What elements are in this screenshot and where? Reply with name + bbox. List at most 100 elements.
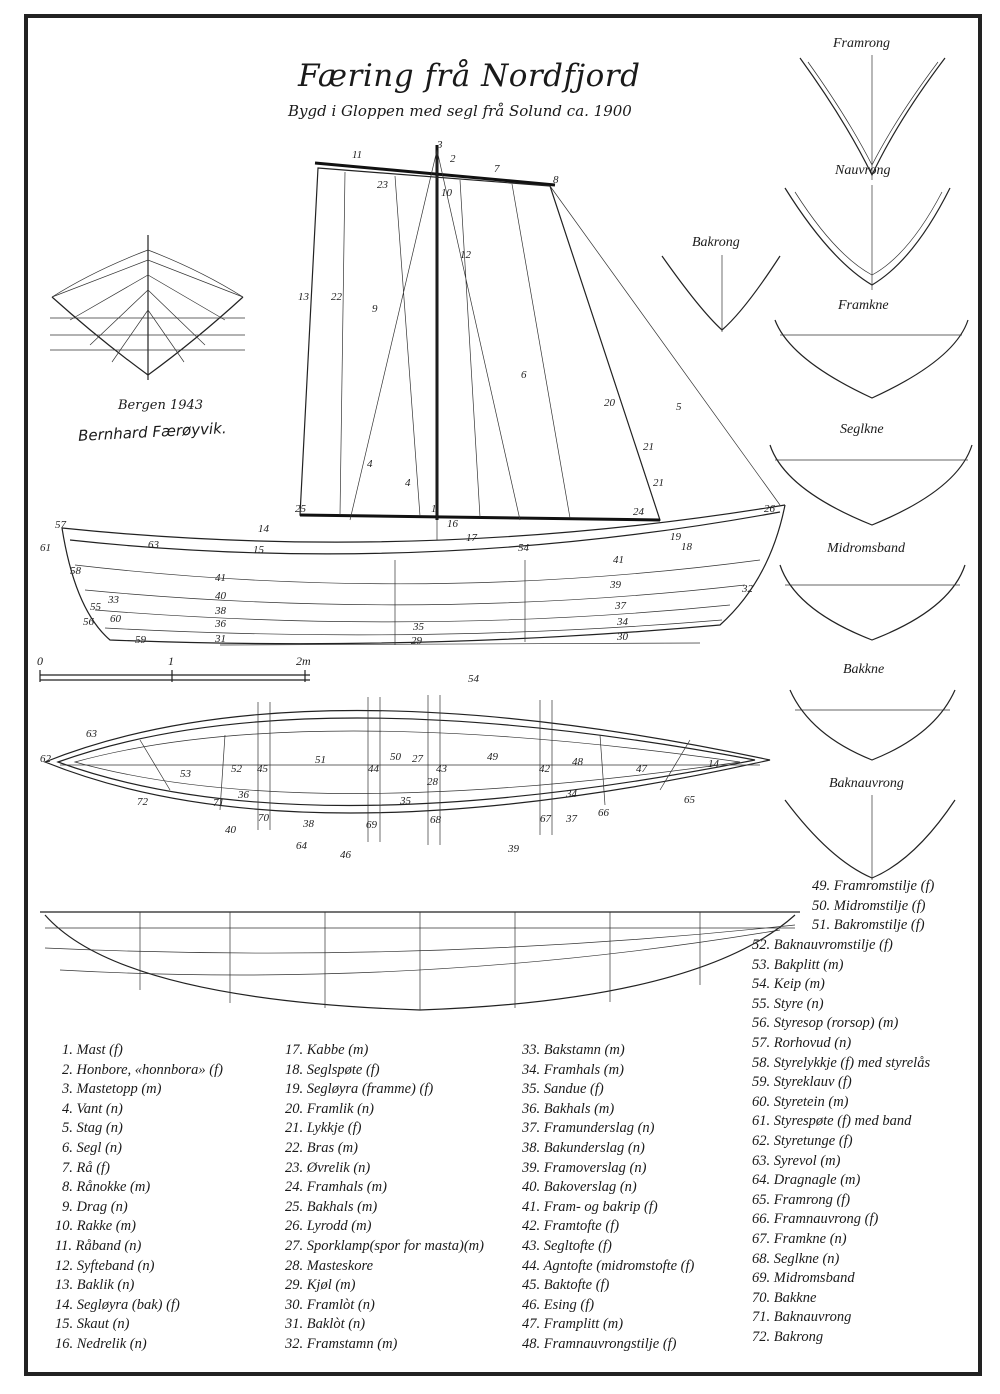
part-callout: 69 xyxy=(366,819,378,831)
legend-item: 57. Rorhovud (n) xyxy=(752,1035,852,1051)
part-callout: 26 xyxy=(764,503,776,515)
legend-item: 62. Styretunge (f) xyxy=(752,1133,853,1149)
hull-profile xyxy=(61,504,786,646)
part-callout: 9 xyxy=(372,303,378,315)
legend-item: 44. Agntofte (midromstofte (f) xyxy=(522,1257,695,1274)
part-callout: 71 xyxy=(213,797,224,809)
part-callout: 63 xyxy=(86,728,98,740)
legend-item: 56. Styresop (rorsop) (m) xyxy=(752,1015,899,1032)
part-callout: 40 xyxy=(215,590,227,602)
part-callout: 53 xyxy=(180,768,192,780)
part-callout: 29 xyxy=(411,635,423,647)
legend-item: 52. Baknauvromstilje (f) xyxy=(752,937,893,953)
legend-item: 48. Framnauvrongstilje (f) xyxy=(522,1336,677,1352)
legend-item: 60. Styretein (m) xyxy=(752,1093,849,1110)
legend-item: 24. Framhals (m) xyxy=(285,1179,387,1196)
legend-item: 3. Mastetopp (m) xyxy=(62,1081,162,1098)
legend-item: 39. Framoverslag (n) xyxy=(522,1159,647,1176)
part-callout: 35 xyxy=(399,795,412,807)
legend-item: 66. Framnauvrong (f) xyxy=(752,1211,879,1228)
part-callout: 36 xyxy=(237,789,250,801)
legend-item: 14. Segløyra (bak) (f) xyxy=(55,1296,180,1313)
part-callout: 52 xyxy=(231,763,243,775)
part-callout: 38 xyxy=(214,605,227,617)
part-callout: 66 xyxy=(598,807,610,819)
part-callout: 16 xyxy=(447,518,459,530)
legend-item: 36. Bakhals (m) xyxy=(522,1100,615,1117)
legend-item: 20. Framlik (n) xyxy=(285,1100,374,1117)
part-callout: 7 xyxy=(494,163,500,175)
part-callout: 67 xyxy=(540,813,552,825)
legend-item: 46. Esing (f) xyxy=(522,1296,595,1313)
frame-label-bakrong: Bakrong xyxy=(692,235,740,250)
scale-bar xyxy=(39,670,310,682)
place-date: Bergen 1943 xyxy=(118,398,204,413)
part-callout: 37 xyxy=(614,600,627,612)
part-callout: 68 xyxy=(430,814,442,826)
body-section-sketch xyxy=(50,235,245,380)
legend-item: 22. Bras (m) xyxy=(285,1140,358,1156)
legend-item: 38. Bakunderslag (n) xyxy=(522,1140,645,1156)
part-callout: 39 xyxy=(609,579,622,591)
legend-item: 33. Bakstamn (m) xyxy=(522,1042,625,1058)
legend-item: 18. Seglspøte (f) xyxy=(285,1061,380,1078)
legend-item: 15. Skaut (n) xyxy=(55,1316,130,1333)
legend-item: 64. Dragnagle (m) xyxy=(752,1172,861,1189)
part-callout: 6 xyxy=(521,369,527,381)
legend-item: 1. Mast (f) xyxy=(62,1042,123,1058)
part-callout: 20 xyxy=(604,397,616,409)
legend-item: 40. Bakoverslag (n) xyxy=(522,1179,637,1196)
part-callout: 41 xyxy=(613,554,624,566)
part-callout: 39 xyxy=(507,843,520,855)
legend-item: 30. Framlòt (n) xyxy=(285,1296,375,1313)
frame-label-midromsband: Midromsband xyxy=(827,541,906,556)
part-callout: 63 xyxy=(148,539,160,551)
part-callout: 14 xyxy=(258,523,270,535)
page-subtitle: Bygd i Gloppen med segl frå Solund ca. 1… xyxy=(288,102,632,120)
legend-item: 9. Drag (n) xyxy=(62,1198,128,1215)
part-callout: 57 xyxy=(55,519,67,531)
legend-item: 26. Lyrodd (m) xyxy=(285,1218,372,1235)
legend-item: 45. Baktofte (f) xyxy=(522,1277,610,1294)
part-callout: 47 xyxy=(636,763,648,775)
legend-item: 16. Nedrelik (n) xyxy=(55,1336,147,1352)
legend-item: 7. Rå (f) xyxy=(62,1159,110,1176)
part-callout: 14 xyxy=(708,758,720,770)
part-callout: 46 xyxy=(340,849,352,861)
legend-item: 43. Segltofte (f) xyxy=(522,1238,612,1254)
part-callout: 60 xyxy=(110,613,122,625)
legend-item: 4. Vant (n) xyxy=(62,1100,123,1117)
part-callout: 59 xyxy=(135,634,147,646)
legend-item: 69. Midromsband xyxy=(752,1270,855,1287)
part-callout: 12 xyxy=(460,249,472,261)
part-callout: 1 xyxy=(431,503,437,515)
scale-tick-2m: 2m xyxy=(296,654,311,668)
legend-item: 6. Segl (n) xyxy=(62,1140,122,1156)
part-callout: 37 xyxy=(565,813,578,825)
legend-item: 2. Honbore, «honnbora» (f) xyxy=(62,1061,223,1078)
part-callout: 27 xyxy=(412,753,424,765)
legend-item: 63. Syrevol (m) xyxy=(752,1152,841,1169)
part-callout: 10 xyxy=(441,187,453,199)
part-callout: 40 xyxy=(225,824,237,836)
part-callout: 8 xyxy=(553,174,559,186)
part-callout: 30 xyxy=(616,631,629,643)
frame-label-framrong: Framrong xyxy=(833,36,891,51)
part-callout: 32 xyxy=(741,583,754,595)
part-callout: 11 xyxy=(352,149,362,161)
part-callout: 4 xyxy=(367,458,373,470)
part-callout: 18 xyxy=(681,541,693,553)
part-callout: 50 xyxy=(390,751,402,763)
part-callout: 4 xyxy=(405,477,411,489)
part-callout: 31 xyxy=(214,633,226,645)
legend-item: 47. Framplitt (m) xyxy=(522,1316,624,1333)
part-callout: 48 xyxy=(572,756,584,768)
part-callout: 49 xyxy=(487,751,499,763)
part-callout: 56 xyxy=(83,616,95,628)
legend-item: 19. Segløyra (framme) (f) xyxy=(285,1081,434,1098)
part-callout: 65 xyxy=(684,794,696,806)
part-callout: 33 xyxy=(107,594,120,606)
part-callout: 43 xyxy=(436,763,448,775)
legend-item: 34. Framhals (m) xyxy=(522,1061,624,1078)
part-callout: 5 xyxy=(676,401,682,413)
